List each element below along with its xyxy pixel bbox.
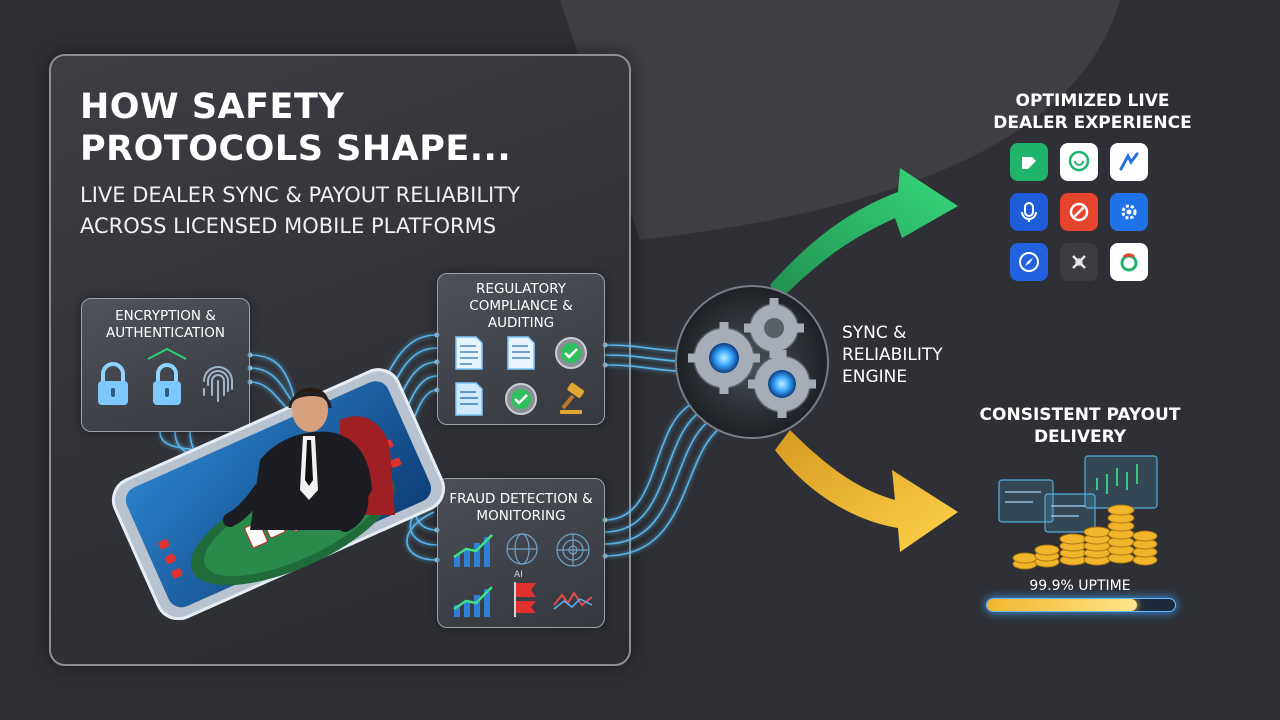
app-green-icon[interactable] — [1010, 143, 1048, 181]
microphone-icon[interactable] — [1010, 193, 1048, 231]
gear-icon[interactable] — [1110, 193, 1148, 231]
encryption-card: ENCRYPTION & AUTHENTICATION — [81, 298, 250, 432]
payout-illustration — [998, 455, 1158, 570]
document-icon — [455, 382, 483, 416]
phone-live-dealer-illustration — [111, 368, 446, 620]
lock-icon — [98, 362, 128, 405]
regulatory-card-title: REGULATORY COMPLIANCE & AUDITING — [469, 281, 573, 331]
gavel-icon — [560, 382, 585, 414]
waveform-icon — [553, 591, 593, 610]
page-subtitle: LIVE DEALER SYNC & PAYOUT RELIABILITY AC… — [80, 183, 520, 238]
uptime-progress-fill — [987, 599, 1138, 611]
cross-icon[interactable] — [1060, 243, 1098, 281]
page-title: HOW SAFETY PROTOCOLS SHAPE... — [80, 87, 512, 169]
engine-label: SYNC & RELIABILITY ENGINE — [842, 323, 943, 387]
ai-label: AI — [514, 570, 523, 580]
target-icon[interactable] — [1060, 193, 1098, 231]
chat-icon[interactable] — [1060, 143, 1098, 181]
fraud-card-title: FRAUD DETECTION & MONITORING — [449, 491, 593, 524]
ai-globe-icon — [506, 533, 538, 565]
compass-icon[interactable] — [1010, 243, 1048, 281]
uptime-label: 99.9% UPTIME — [1029, 578, 1131, 594]
uptime-progress-bar — [986, 598, 1176, 612]
fraud-card: FRAUD DETECTION & MONITORING AI — [437, 478, 605, 628]
gears-icon — [675, 285, 829, 439]
chart-up-icon — [453, 586, 493, 617]
document-icon — [507, 336, 535, 370]
encryption-card-title: ENCRYPTION & AUTHENTICATION — [106, 308, 225, 341]
ring-icon[interactable] — [1110, 243, 1148, 281]
payout-title: CONSISTENT PAYOUT DELIVERY — [979, 405, 1181, 447]
regulatory-card: REGULATORY COMPLIANCE & AUDITING — [437, 273, 605, 425]
app-icon-grid — [1010, 143, 1152, 281]
lock-shield-icon — [147, 347, 187, 405]
chart-up-icon — [453, 534, 493, 567]
experience-title: OPTIMIZED LIVE DEALER EXPERIENCE — [993, 91, 1192, 133]
document-icon — [455, 336, 483, 370]
app-blue-icon[interactable] — [1110, 143, 1148, 181]
fingerprint-icon — [203, 366, 233, 402]
radar-icon — [556, 533, 590, 567]
badge-check-icon — [555, 337, 587, 369]
flag-icon — [514, 582, 536, 617]
badge-check-icon — [505, 383, 537, 415]
